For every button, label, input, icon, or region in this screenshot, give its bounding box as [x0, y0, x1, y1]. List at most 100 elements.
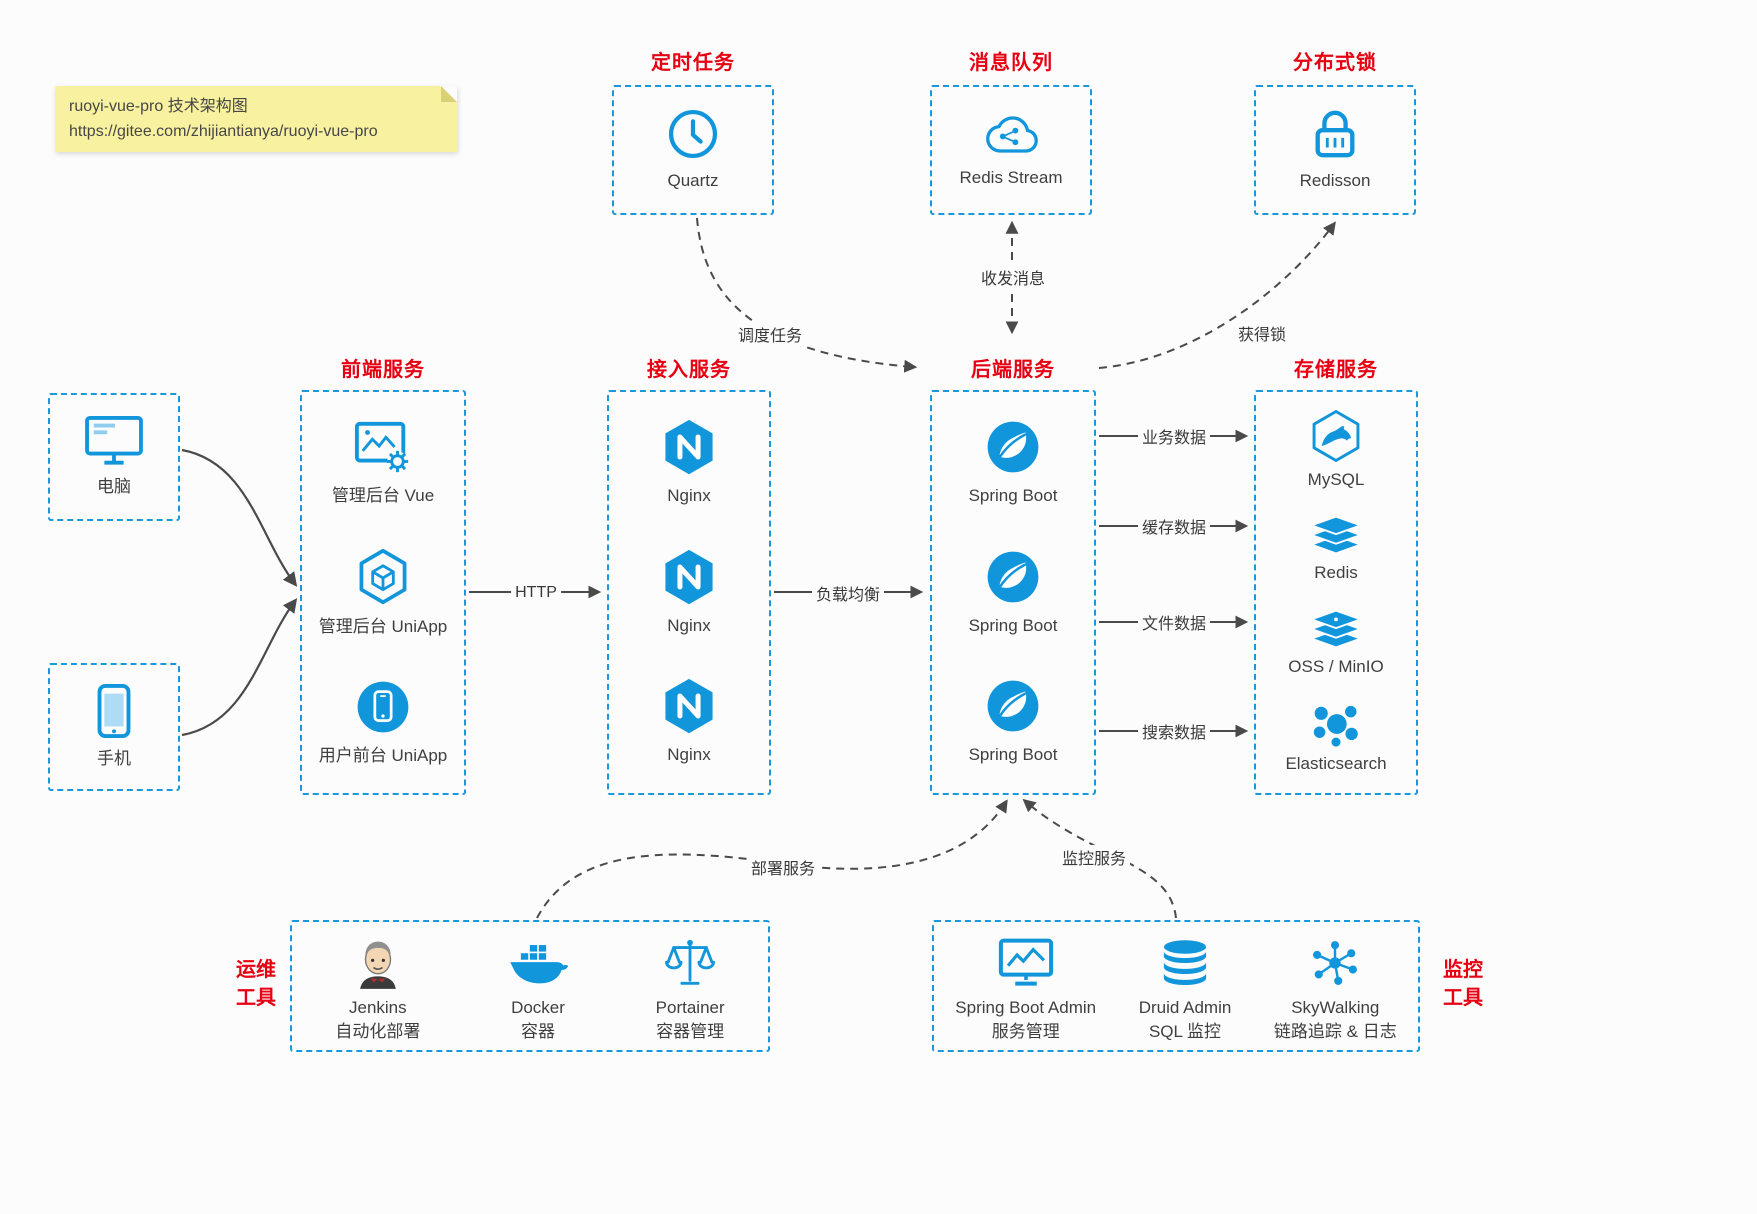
frontend-uniapp-user-label: 用户前台 UniApp	[318, 745, 448, 765]
jenkins-icon	[359, 941, 396, 989]
edge-label-search-data: 搜索数据	[1137, 719, 1211, 743]
cloud-network-icon	[986, 116, 1038, 153]
ops-node-portainer: Portainer 容器管理	[656, 934, 725, 1044]
desktop-icon	[85, 415, 143, 465]
phone-label: 手机	[97, 749, 131, 769]
ops-tools-box: Jenkins 自动化部署 Docker 容器	[290, 920, 770, 1052]
backend-spring-label: Spring Boot	[968, 615, 1058, 635]
spring-boot-icon	[987, 421, 1039, 473]
ops-tools-side-label-line1: 运维	[236, 959, 276, 981]
monitoring-node-druid: Druid Admin SQL 监控	[1138, 934, 1232, 1044]
storage-es-label: Elasticsearch	[1285, 753, 1387, 773]
edge-label-load-balance: 负载均衡	[811, 581, 885, 605]
clock-icon	[668, 109, 718, 159]
frontend-node-uniapp-admin: 管理后台 UniApp	[319, 547, 447, 639]
frontend-uniapp-admin-label: 管理后台 UniApp	[318, 616, 448, 636]
storage-oss-label: OSS / MinIO	[1288, 656, 1384, 676]
docker-icon	[510, 945, 569, 984]
edge-label-http: HTTP	[511, 584, 561, 602]
docker-icon-wrap	[507, 934, 569, 992]
monitoring-skywalking-label: SkyWalking	[1291, 998, 1380, 1017]
group-title-storage: 存储服务	[1294, 359, 1378, 381]
ops-tools-side-label: 运维 工具	[230, 956, 282, 1012]
access-nginx-label: Nginx	[667, 745, 711, 765]
access-nginx-label: Nginx	[667, 615, 711, 635]
ops-portainer-sublabel: 容器管理	[656, 1021, 725, 1041]
group-title-message-queue: 消息队列	[969, 52, 1053, 74]
lock-icon	[1315, 110, 1355, 158]
access-node-nginx-2: Nginx	[660, 548, 718, 638]
ops-jenkins-sublabel: 自动化部署	[335, 1021, 421, 1041]
group-title-distributed-lock: 分布式锁	[1293, 52, 1377, 74]
backend-spring-label: Spring Boot	[968, 745, 1058, 765]
edge-label-cache-data: 缓存数据	[1137, 514, 1211, 538]
edge-label-file-data: 文件数据	[1137, 610, 1211, 634]
oss-minio-icon	[1310, 609, 1362, 648]
group-title-frontend: 前端服务	[341, 359, 425, 381]
access-column: Nginx Nginx Nginx	[607, 390, 771, 795]
group-title-scheduled-tasks: 定时任务	[651, 52, 735, 74]
backend-node-spring-1: Spring Boot	[968, 418, 1058, 508]
ops-tools-side-label-line2: 工具	[236, 987, 276, 1009]
group-title-backend: 后端服务	[971, 359, 1055, 381]
monitoring-druid-label: Druid Admin	[1138, 998, 1232, 1017]
monitoring-skywalking-sublabel: 链路追踪 & 日志	[1273, 1021, 1397, 1041]
frontend-column: 管理后台 Vue 管理后台 UniApp 用户前台 UniApp	[300, 390, 466, 795]
nginx-icon	[665, 419, 713, 475]
access-node-nginx-1: Nginx	[660, 418, 718, 508]
monitoring-tools-side-label-line2: 工具	[1443, 987, 1483, 1009]
jenkins-icon-wrap	[353, 934, 403, 992]
monitoring-tools-box: Spring Boot Admin 服务管理 Druid Admin SQL 监…	[932, 920, 1420, 1052]
backend-column: Spring Boot Spring Boot Spring Boot	[930, 390, 1096, 795]
ops-docker-sublabel: 容器	[521, 1021, 555, 1041]
storage-node-elasticsearch: Elasticsearch	[1285, 701, 1387, 776]
note-title: ruoyi-vue-pro 技术架构图	[69, 98, 248, 115]
nginx-icon	[665, 549, 713, 604]
redis-icon	[1310, 516, 1362, 555]
frontend-node-uniapp-user: 用户前台 UniApp	[319, 678, 447, 768]
nginx-icon	[665, 678, 713, 734]
access-node-nginx-3: Nginx	[660, 677, 718, 767]
backend-spring-label: Spring Boot	[968, 485, 1058, 505]
uniapp-user-icon	[357, 681, 409, 732]
access-nginx-label: Nginx	[667, 485, 711, 505]
druid-icon-wrap	[1158, 934, 1212, 992]
storage-redis-label: Redis	[1314, 563, 1358, 583]
monitoring-druid-sublabel: SQL 监控	[1148, 1021, 1222, 1041]
ops-node-docker: Docker 容器	[507, 934, 569, 1044]
quartz-label: Quartz	[667, 171, 719, 191]
edge-label-business-data: 业务数据	[1137, 424, 1211, 448]
monitoring-tools-side-label-line1: 监控	[1443, 959, 1483, 981]
portainer-icon-wrap	[664, 934, 716, 992]
mysql-icon	[1312, 410, 1360, 463]
monitoring-tools-side-label: 监控 工具	[1437, 956, 1489, 1012]
quartz-box: Quartz	[612, 85, 774, 215]
storage-node-oss-minio: OSS / MinIO	[1288, 608, 1384, 679]
phone-box: 手机	[48, 663, 180, 791]
ops-node-jenkins: Jenkins 自动化部署	[335, 934, 420, 1044]
monitoring-sba-sublabel: 服务管理	[991, 1021, 1060, 1041]
spring-boot-icon	[987, 680, 1039, 732]
smartphone-icon	[97, 683, 131, 739]
redis-stream-box: Redis Stream	[930, 85, 1092, 215]
spring-boot-admin-icon-wrap	[997, 934, 1055, 992]
edge-label-deploy: 部署服务	[746, 855, 820, 879]
ops-portainer-label: Portainer	[655, 998, 725, 1017]
skywalking-icon	[1313, 941, 1358, 985]
title-note: ruoyi-vue-pro 技术架构图 https://gitee.com/zh…	[55, 86, 457, 152]
redis-stream-label: Redis Stream	[959, 168, 1063, 188]
druid-icon	[1163, 940, 1207, 985]
quartz-node: Quartz	[666, 107, 720, 193]
redisson-node: Redisson	[1299, 107, 1371, 193]
group-title-access: 接入服务	[647, 359, 731, 381]
storage-node-mysql: MySQL	[1307, 409, 1365, 492]
storage-mysql-label: MySQL	[1307, 470, 1365, 490]
backend-node-spring-3: Spring Boot	[968, 677, 1058, 767]
redisson-label: Redisson	[1299, 171, 1371, 191]
edge-label-schedule: 调度任务	[733, 322, 807, 346]
ops-jenkins-label: Jenkins	[349, 998, 407, 1017]
edge-label-lock: 获得锁	[1233, 321, 1291, 345]
note-url: https://gitee.com/zhijiantianya/ruoyi-vu…	[69, 123, 378, 140]
